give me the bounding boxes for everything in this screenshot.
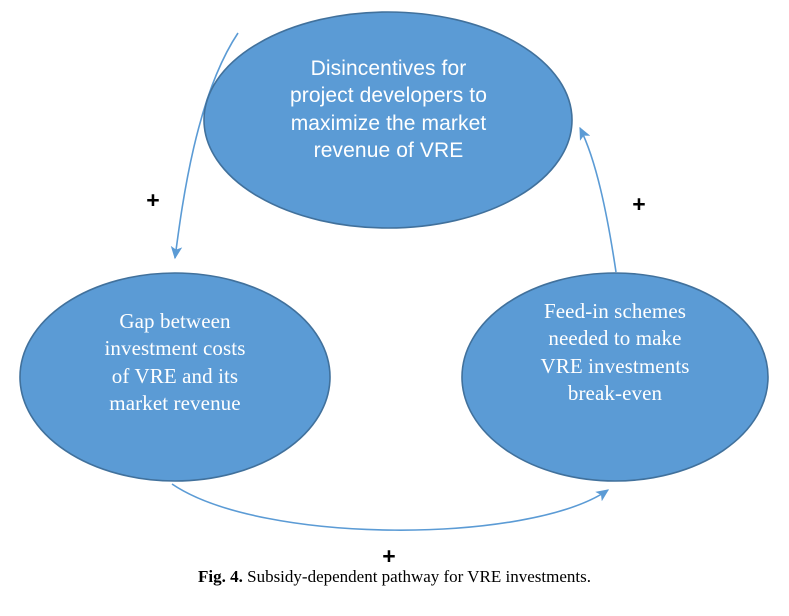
polarity-sign-left: +: [146, 187, 160, 213]
arrow-top-to-left: [170, 32, 239, 260]
node-ellipse-top[interactable]: [203, 11, 573, 229]
node-layer: [19, 11, 769, 482]
arrow-layer: [170, 32, 617, 531]
figure-caption-number: Fig. 4.: [198, 567, 243, 586]
figure-caption: Fig. 4. Subsidy-dependent pathway for VR…: [0, 566, 789, 589]
node-ellipse-right[interactable]: [461, 272, 769, 482]
arrow-right-to-top: [579, 126, 617, 273]
node-ellipse-left[interactable]: [19, 272, 331, 482]
figure-caption-text: Subsidy-dependent pathway for VRE invest…: [247, 567, 591, 586]
polarity-sign-right: +: [632, 191, 646, 217]
arrow-left-to-right: [171, 483, 610, 531]
polarity-sign-bottom: +: [382, 543, 396, 569]
